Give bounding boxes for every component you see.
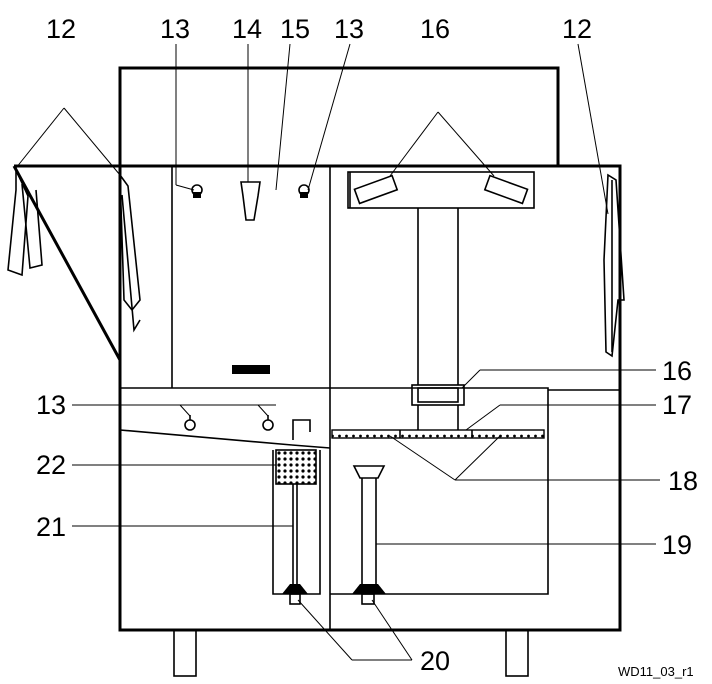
label-20: 20 (420, 646, 450, 676)
right-curtain (603, 173, 625, 358)
label-13-lower: 13 (36, 390, 66, 420)
left-door (12, 164, 122, 361)
wash-arm-assembly (347, 171, 535, 430)
perforated-tray (331, 429, 545, 439)
label-18: 18 (668, 466, 698, 496)
label-17: 17 (662, 390, 692, 420)
label-12-right: 12 (562, 14, 592, 44)
left-curtains (7, 169, 141, 333)
machine-body (118, 66, 622, 632)
label-13-top-left: 13 (160, 14, 190, 44)
lower-left-chamber (119, 415, 331, 605)
label-21: 21 (36, 512, 66, 542)
figure-reference: WD11_03_r1 (618, 664, 694, 679)
legs (173, 629, 529, 677)
part-labels: 12 13 14 15 13 16 12 16 13 17 22 18 21 1… (36, 14, 698, 676)
leader-lines (15, 43, 660, 661)
label-12-left: 12 (46, 14, 76, 44)
label-16-lower: 16 (662, 356, 692, 386)
upper-left-chamber (191, 181, 310, 374)
label-19: 19 (662, 530, 692, 560)
label-16-top: 16 (420, 14, 450, 44)
label-14: 14 (232, 14, 262, 44)
label-13-top-right: 13 (334, 14, 364, 44)
label-22: 22 (36, 450, 66, 480)
label-15: 15 (280, 14, 310, 44)
lower-right-chamber (352, 465, 386, 605)
